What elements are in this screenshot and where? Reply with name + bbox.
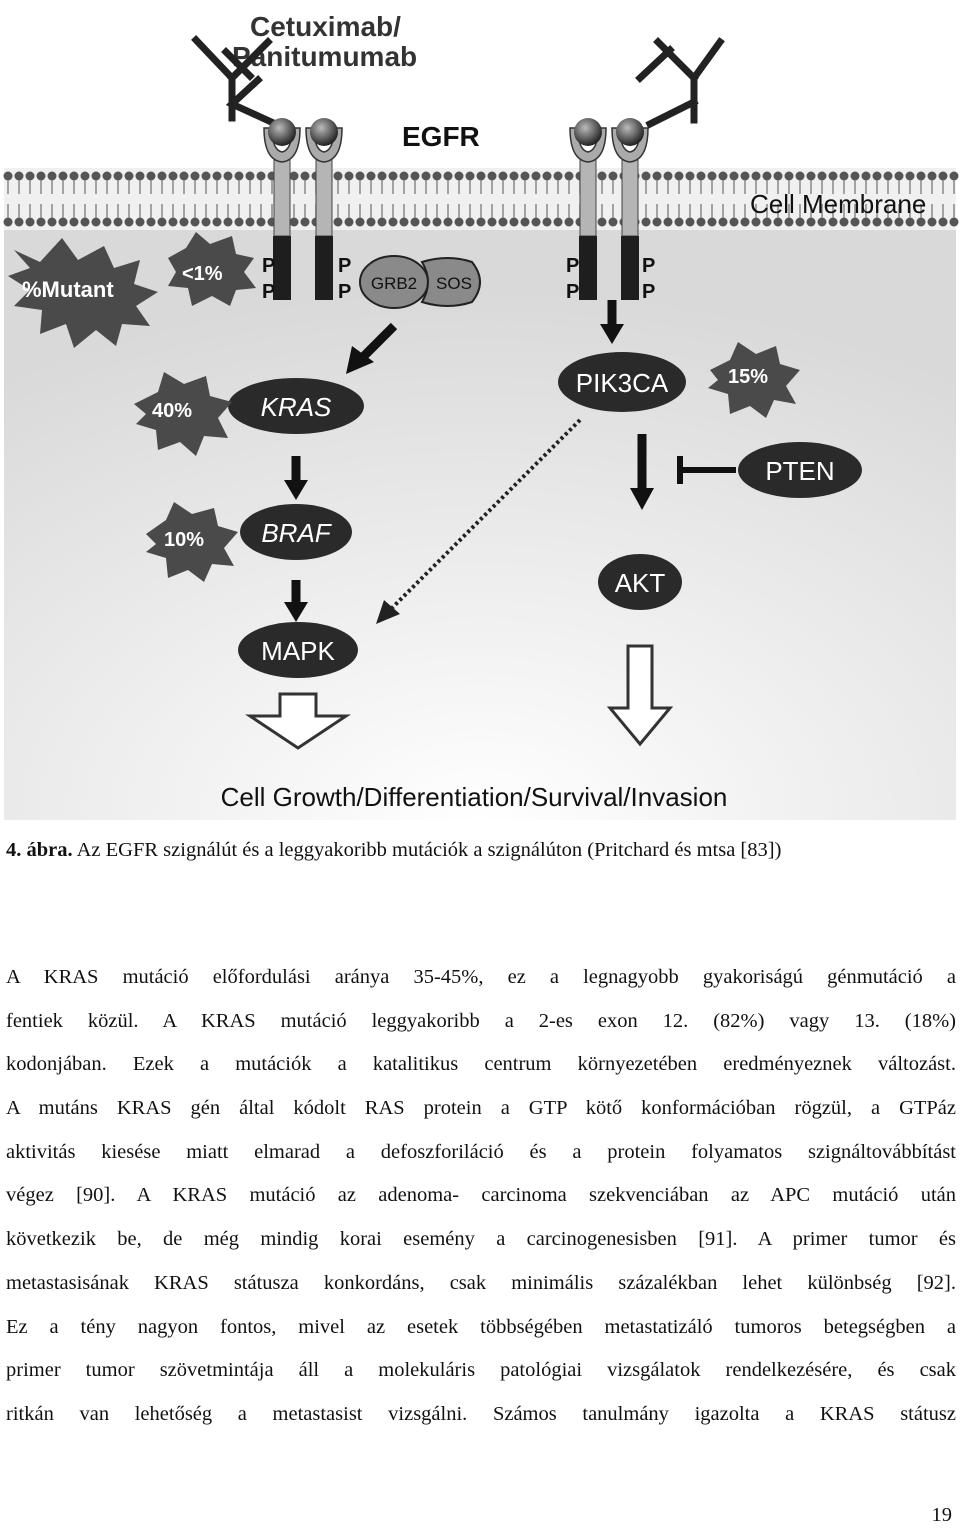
egfr-receptor-icon (305, 118, 343, 300)
pik3ca-mutation-burst-icon (708, 342, 800, 418)
phospho-label: P (262, 281, 275, 303)
arrow-egfr-to-pik3ca-head (600, 324, 624, 344)
egfr-mutation-burst-icon (168, 232, 256, 306)
arrow-grb2-to-kras (356, 322, 398, 364)
body-line: A KRAS mutáció előfordulási aránya 35-45… (6, 966, 956, 988)
sos-label: SOS (436, 274, 472, 293)
arrow-pik3ca-to-akt-head (630, 488, 654, 510)
body-line: fentiek közül. A KRAS mutáció leggyakori… (6, 1009, 956, 1032)
antibody-right-icon (635, 37, 725, 129)
receptor-label: EGFR (402, 121, 480, 152)
mutant-burst-icon (8, 238, 158, 348)
kras-pct: 40% (152, 400, 192, 422)
phospho-label: P (642, 255, 655, 277)
phospho-label: P (566, 281, 579, 303)
grb2-label: GRB2 (371, 274, 417, 293)
braf-node (240, 504, 352, 560)
body-line: következik be, de még mindig korai esemé… (6, 1228, 956, 1251)
mapk-label: MAPK (261, 636, 335, 666)
akt-label: AKT (615, 568, 666, 598)
drug-label-line1: Cetuximab/ (250, 11, 401, 42)
phospho-label: P (338, 281, 351, 303)
kras-label: KRAS (261, 392, 332, 422)
egfr-receptor-icon (569, 118, 607, 300)
body-line: végez [90]. A KRAS mutáció az adenoma- c… (6, 1184, 956, 1207)
body-line: ritkán van lehetőség a metastasist vizsg… (6, 1402, 956, 1425)
body-line: Ez a tény nagyon fontos, mivel az esetek… (6, 1315, 956, 1338)
membrane-label: Cell Membrane (750, 189, 926, 219)
pik3ca-pct: 15% (728, 366, 768, 388)
egfr-receptors (263, 118, 649, 300)
cell-membrane (3, 168, 959, 230)
hollow-arrow-left-icon (245, 692, 351, 750)
pten-node (738, 442, 862, 498)
mapk-node (238, 622, 358, 678)
phosphate-group-right: P P P P (566, 255, 655, 303)
pten-label: PTEN (765, 456, 834, 486)
braf-mutation-burst-icon (146, 502, 238, 582)
kras-node (228, 378, 364, 434)
sos-node (420, 257, 481, 307)
arrow-grb2-to-kras-head (346, 346, 374, 374)
mutant-burst-label: %Mutant (22, 277, 114, 302)
phospho-label: P (642, 281, 655, 303)
figure-caption: 4. ábra. Az EGFR szignálút és a leggyako… (6, 828, 956, 872)
egfr-pathway-figure: Cell Membrane Cetuximab/ Panitumumab EGF… (3, 11, 959, 820)
body-line: A mutáns KRAS gén által kódolt RAS prote… (6, 1097, 956, 1120)
phospho-label: P (262, 255, 275, 277)
braf-label: BRAF (261, 518, 332, 548)
outcome-label: Cell Growth/Differentiation/Survival/Inv… (221, 782, 728, 812)
body-line: primer tumor szövetmintája áll a molekul… (6, 1359, 956, 1382)
egfr-receptor-icon (263, 118, 301, 300)
pik3ca-node (558, 352, 686, 412)
dotted-arrow-head (376, 600, 400, 624)
body-line: aktivitás kiesése miatt elmarad a defosz… (6, 1140, 956, 1163)
akt-node (598, 554, 682, 610)
phospho-label: P (338, 255, 351, 277)
phospho-label: P (566, 255, 579, 277)
arrow-kras-to-braf-head (284, 480, 308, 500)
braf-pct: 10% (164, 529, 204, 551)
figure-caption-text: Az EGFR szignálút és a leggyakoribb mutá… (72, 839, 782, 861)
page-number: 19 (931, 1504, 953, 1526)
cytoplasm-area (4, 230, 956, 820)
body-line: metastasisának KRAS státusza konkordáns,… (6, 1271, 956, 1294)
pik3ca-label: PIK3CA (576, 368, 669, 398)
egfr-mutation-pct: <1% (182, 263, 223, 285)
egfr-receptor-icon (611, 118, 649, 300)
body-line: kodonjában. Ezek a mutációk a katalitiku… (6, 1053, 956, 1076)
antibody-left-icon (191, 35, 285, 131)
kras-mutation-burst-icon (134, 372, 232, 456)
phosphate-group-left: P P P P (262, 255, 351, 303)
arrow-braf-to-mapk-head (284, 602, 308, 622)
body-paragraph: A KRAS mutáció előfordulási aránya 35-45… (6, 956, 956, 1437)
hollow-arrow-right-icon (606, 644, 674, 747)
figure-caption-label: 4. ábra. (6, 839, 73, 861)
